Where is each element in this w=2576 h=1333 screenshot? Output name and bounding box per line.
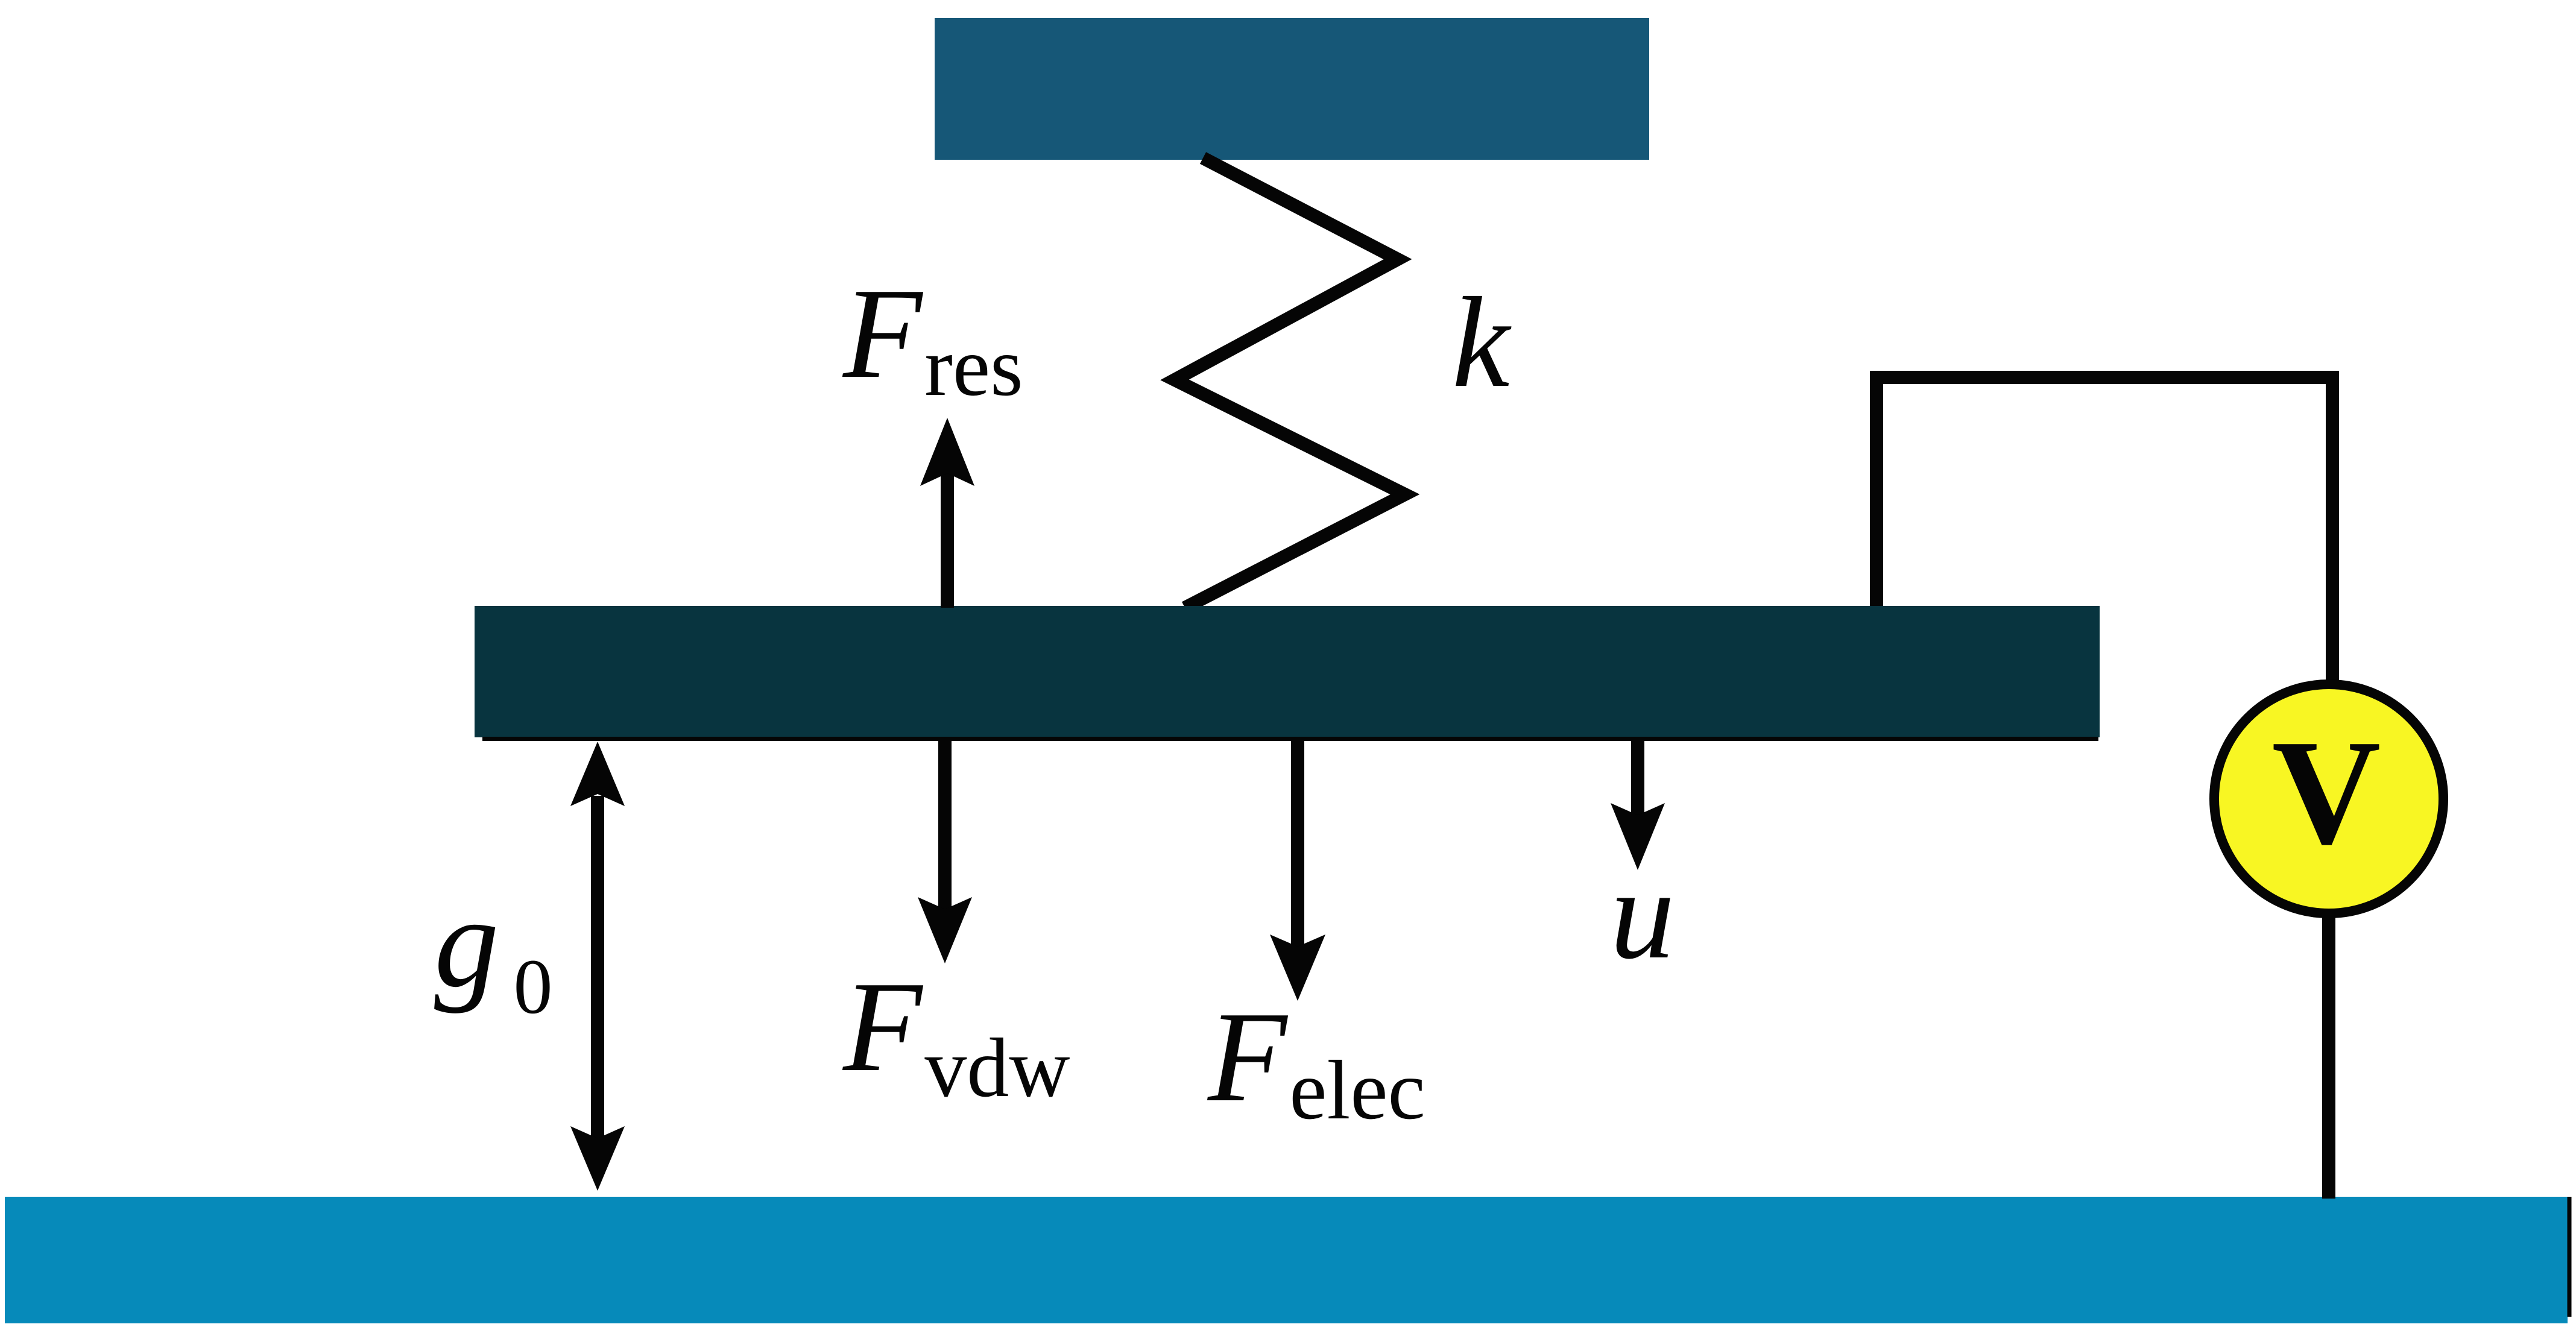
electrostatic-force-label-sub: elec — [1289, 1044, 1425, 1137]
circuit-wire-top — [1870, 371, 2339, 681]
spring-constant-label: k — [1452, 270, 1512, 414]
electrostatic-force-label: F elec — [1207, 985, 1425, 1137]
initial-gap-arrow — [570, 742, 625, 1191]
electrostatic-force-label-main: F — [1207, 985, 1289, 1129]
initial-gap-arrow-head-top — [570, 742, 625, 806]
voltmeter-circle — [2209, 679, 2448, 918]
restoring-force-label: F res — [842, 261, 1023, 414]
vdw-force-label: F vdw — [842, 954, 1070, 1115]
electrostatic-force-arrow — [1270, 740, 1325, 1001]
voltage-source: V — [2209, 679, 2448, 918]
displacement-arrow — [1611, 740, 1665, 870]
movable-beam-shadow — [482, 737, 2098, 741]
voltmeter-label: V — [2272, 709, 2381, 876]
restoring-force-arrow-head — [920, 418, 974, 486]
displacement-label: u — [1610, 842, 1675, 986]
initial-gap-arrow-head-bottom — [570, 1126, 625, 1191]
initial-gap-label-main: g — [434, 870, 499, 1014]
spring — [1160, 152, 1420, 614]
initial-gap-label-sub: 0 — [514, 944, 553, 1030]
initial-gap-label: g 0 — [434, 870, 553, 1030]
substrate — [5, 1197, 2568, 1323]
displacement-arrow-head — [1611, 803, 1665, 870]
movable-beam — [475, 606, 2100, 737]
vdw-force-label-main: F — [842, 954, 924, 1098]
restoring-force-label-sub: res — [924, 320, 1023, 414]
restoring-force-arrow — [920, 418, 974, 608]
electrostatic-force-arrow-head — [1270, 934, 1325, 1001]
vdw-force-arrow-head — [918, 897, 972, 963]
vdw-force-label-sub: vdw — [924, 1021, 1070, 1115]
restoring-force-label-main: F — [842, 261, 924, 405]
vdw-force-arrow — [918, 740, 972, 963]
fixed-anchor-plate — [935, 18, 1649, 160]
